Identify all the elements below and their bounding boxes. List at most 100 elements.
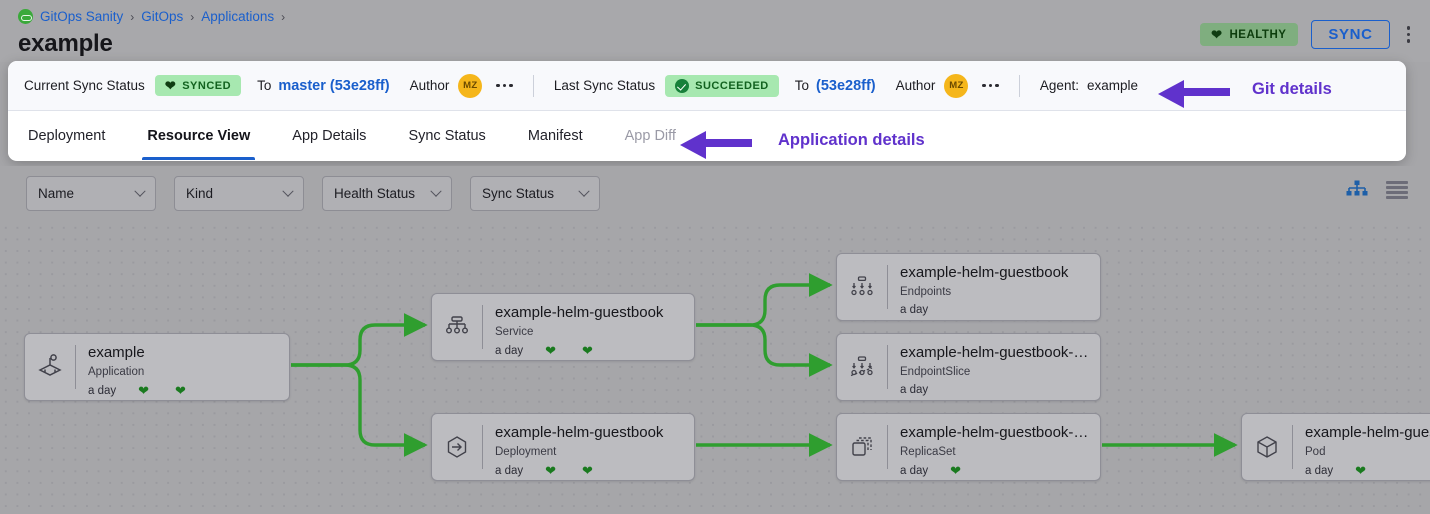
endpointslice-icon <box>837 334 887 400</box>
avatar[interactable]: MZ <box>944 73 969 98</box>
node-age: a day <box>900 464 929 477</box>
node-age: a day <box>88 384 117 397</box>
node-title: example-helm-guestbook-74... <box>1305 424 1430 441</box>
breadcrumb-chevron-icon: › <box>130 9 135 24</box>
current-to-label: To <box>257 78 272 93</box>
tab-bar: Deployment Resource View App Details Syn… <box>8 111 1406 160</box>
divider <box>482 425 483 469</box>
divider <box>887 265 888 309</box>
graph-node-endpoints[interactable]: example-helm-guestbook Endpoints a day <box>836 253 1101 321</box>
tab-resource-view[interactable]: Resource View <box>126 111 271 160</box>
tab-manifest[interactable]: Manifest <box>527 127 583 144</box>
node-content: example-helm-guestbook Deployment a day … <box>483 414 694 480</box>
node-kind: EndpointSlice <box>900 366 971 379</box>
tab-deployment[interactable]: Deployment <box>28 127 106 144</box>
current-revision-link[interactable]: master (53e28ff) <box>278 77 390 94</box>
node-title: example-helm-guestbook-74... <box>900 424 1090 441</box>
sync-heart-icon: ❤ <box>175 383 186 399</box>
filter-name-label: Name <box>38 186 75 201</box>
health-status-badge: ❤ HEALTHY <box>1200 23 1299 46</box>
resource-graph-canvas[interactable]: example Application a day ❤ ❤ exam <box>0 222 1430 514</box>
current-author-label: Author <box>409 78 450 93</box>
graph-node-endpointslice[interactable]: example-helm-guestbook-ct... EndpointSli… <box>836 333 1101 401</box>
sync-status-bar: Current Sync Status ❤ SYNCED To master (… <box>8 61 1406 111</box>
breadcrumb-item-2[interactable]: Applications <box>201 9 275 24</box>
divider <box>887 345 888 389</box>
last-to-label: To <box>794 78 809 93</box>
kebab-menu-icon[interactable] <box>1403 24 1415 45</box>
divider <box>1292 425 1293 469</box>
node-meta: a day <box>900 384 1090 396</box>
node-content: example-helm-guestbook-74... Pod a day ❤ <box>1293 414 1430 480</box>
last-revision-link[interactable]: (53e28ff) <box>816 77 876 94</box>
health-heart-icon: ❤ <box>545 343 557 359</box>
avatar[interactable]: MZ <box>458 73 483 98</box>
breadcrumb-chevron-icon: › <box>281 9 286 24</box>
divider <box>887 425 888 469</box>
health-heart-icon: ❤ <box>138 383 150 399</box>
agent-value: example <box>1086 78 1138 93</box>
service-icon <box>432 294 482 360</box>
node-title: example-helm-guestbook <box>495 304 664 321</box>
filter-kind-dropdown[interactable]: Kind <box>174 176 304 211</box>
agent-label: Agent: <box>1039 78 1079 93</box>
application-icon <box>25 334 75 400</box>
breadcrumb-item-0[interactable]: GitOps Sanity <box>40 9 124 24</box>
graph-node-application[interactable]: example Application a day ❤ ❤ <box>24 333 290 401</box>
node-meta: a day ❤ ❤ <box>88 384 279 397</box>
current-sync-status-value: SYNCED <box>182 79 232 92</box>
header-actions: ❤ HEALTHY SYNC <box>1200 20 1414 49</box>
node-age: a day <box>495 344 524 357</box>
node-kind: Endpoints <box>900 286 952 299</box>
graph-node-service[interactable]: example-helm-guestbook Service a day ❤ ❤ <box>431 293 695 361</box>
resource-toolbar: Name Kind Health Status Sync Status <box>0 166 1430 222</box>
sync-button[interactable]: SYNC <box>1311 20 1390 49</box>
last-author-label: Author <box>895 78 936 93</box>
replicaset-icon <box>837 414 887 480</box>
heart-icon: ❤ <box>164 78 177 93</box>
graph-node-replicaset[interactable]: example-helm-guestbook-74... ReplicaSet … <box>836 413 1101 481</box>
node-content: example Application a day ❤ ❤ <box>76 334 289 400</box>
node-age: a day <box>495 464 524 477</box>
node-kind: Application <box>88 366 145 379</box>
tab-sync-status[interactable]: Sync Status <box>408 127 486 144</box>
last-sync-more-icon[interactable] <box>982 83 999 88</box>
current-sync-more-icon[interactable] <box>496 83 513 88</box>
breadcrumb-item-1[interactable]: GitOps <box>141 9 184 24</box>
tab-app-details[interactable]: App Details <box>292 127 367 144</box>
graph-node-deployment[interactable]: example-helm-guestbook Deployment a day … <box>431 413 695 481</box>
node-age: a day <box>900 304 929 317</box>
node-title: example-helm-guestbook-ct... <box>900 344 1090 361</box>
view-toggle-group <box>1346 180 1408 200</box>
deployment-icon <box>432 414 482 480</box>
filter-health-status-dropdown[interactable]: Health Status <box>322 176 452 211</box>
node-meta: a day ❤ <box>900 464 1090 477</box>
graph-node-pod[interactable]: example-helm-guestbook-74... Pod a day ❤ <box>1241 413 1430 481</box>
filter-sync-status-dropdown[interactable]: Sync Status <box>470 176 600 211</box>
heart-icon: ❤ <box>1211 27 1223 42</box>
tree-view-icon[interactable] <box>1346 180 1368 200</box>
tab-app-diff: App Diff <box>624 127 676 144</box>
health-heart-icon: ❤ <box>1355 463 1367 479</box>
health-heart-icon: ❤ <box>545 463 557 479</box>
node-kind: Service <box>495 326 534 339</box>
filter-name-dropdown[interactable]: Name <box>26 176 156 211</box>
pod-icon <box>1242 414 1292 480</box>
node-title: example <box>88 344 145 361</box>
health-status-label: HEALTHY <box>1229 28 1287 41</box>
page-header: GitOps Sanity › GitOps › Applications › … <box>0 0 1430 62</box>
last-sync-status-badge: SUCCEEDED <box>665 74 779 97</box>
node-title: example-helm-guestbook <box>495 424 664 441</box>
argo-logo-icon <box>18 9 33 24</box>
node-content: example-helm-guestbook-74... ReplicaSet … <box>888 414 1100 480</box>
node-kind: Pod <box>1305 446 1326 459</box>
endpoints-icon <box>837 254 887 320</box>
health-heart-icon: ❤ <box>950 463 962 479</box>
divider <box>75 345 76 389</box>
current-sync-status-label: Current Sync Status <box>24 78 145 93</box>
node-meta: a day ❤ ❤ <box>495 464 684 477</box>
sync-heart-icon: ❤ <box>582 463 593 479</box>
node-kind: Deployment <box>495 446 557 459</box>
filter-group: Name Kind Health Status Sync Status <box>26 176 600 211</box>
list-view-icon[interactable] <box>1386 181 1408 199</box>
